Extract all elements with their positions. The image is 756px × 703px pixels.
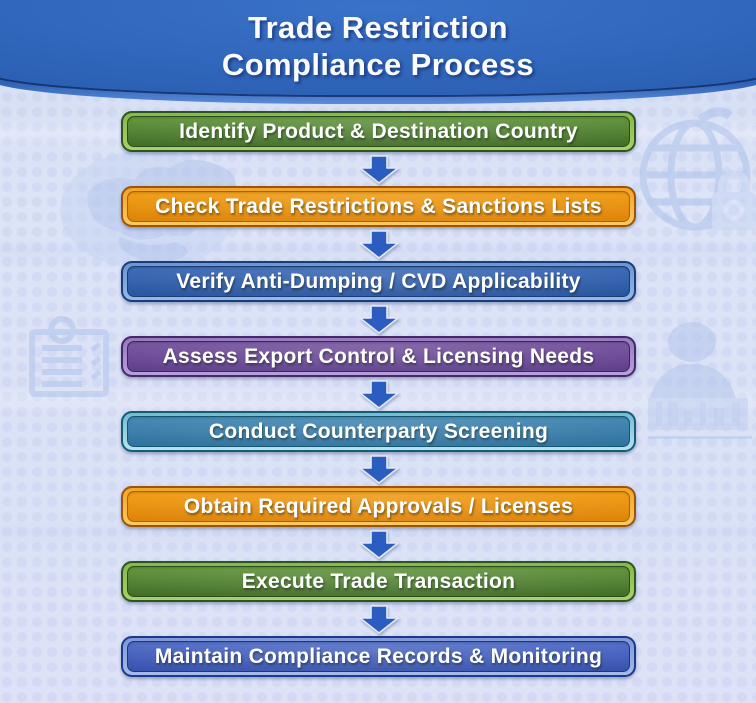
arrow-wrap	[358, 602, 399, 636]
page-title-line1: Trade Restriction	[247, 10, 509, 45]
step-box-2: Check Trade Restrictions & Sanctions Lis…	[121, 186, 636, 227]
down-arrow-icon	[358, 229, 399, 259]
down-arrow-icon	[358, 529, 399, 559]
down-arrow-icon	[358, 304, 399, 334]
down-arrow-icon	[358, 454, 399, 484]
step-label: Assess Export Control & Licensing Needs	[162, 344, 595, 368]
arrow-wrap	[358, 452, 399, 486]
page-title-line2: Compliance Process	[221, 47, 535, 82]
step-box-inner: Conduct Counterparty Screening	[127, 416, 630, 447]
step-box-inner: Obtain Required Approvals / Licenses	[127, 491, 630, 522]
step-label: Identify Product & Destination Country	[179, 119, 578, 143]
step-box-inner: Assess Export Control & Licensing Needs	[127, 341, 630, 372]
step-box-3: Verify Anti-Dumping / CVD Applicability	[121, 261, 636, 302]
arrow-wrap	[358, 302, 399, 336]
step-label: Execute Trade Transaction	[241, 569, 516, 593]
down-arrow-icon	[358, 604, 399, 634]
step-box-5: Conduct Counterparty Screening	[121, 411, 636, 452]
step-label: Obtain Required Approvals / Licenses	[183, 494, 574, 518]
step-box-inner: Check Trade Restrictions & Sanctions Lis…	[127, 191, 630, 222]
step-box-1: Identify Product & Destination Country	[121, 111, 636, 152]
down-arrow-icon	[358, 379, 399, 409]
title-banner	[0, 0, 756, 95]
arrow-wrap	[358, 377, 399, 411]
step-box-4: Assess Export Control & Licensing Needs	[121, 336, 636, 377]
step-label: Maintain Compliance Records & Monitoring	[154, 644, 603, 668]
step-box-8: Maintain Compliance Records & Monitoring	[121, 636, 636, 677]
step-box-inner: Maintain Compliance Records & Monitoring	[127, 641, 630, 672]
step-label: Conduct Counterparty Screening	[208, 419, 549, 443]
step-label: Verify Anti-Dumping / CVD Applicability	[176, 269, 581, 293]
step-box-inner: Verify Anti-Dumping / CVD Applicability	[127, 266, 630, 297]
person-barcode-icon	[648, 322, 752, 439]
flow: Identify Product & Destination Country C…	[121, 111, 636, 677]
step-box-7: Execute Trade Transaction	[121, 561, 636, 602]
step-box-inner: Execute Trade Transaction	[127, 566, 630, 597]
clipboard-icon	[29, 316, 109, 397]
globe-lock-icon	[639, 107, 756, 231]
down-arrow-icon	[358, 154, 399, 184]
step-label: Check Trade Restrictions & Sanctions Lis…	[155, 194, 602, 218]
arrow-wrap	[358, 227, 399, 261]
step-box-inner: Identify Product & Destination Country	[127, 116, 630, 147]
arrow-wrap	[358, 527, 399, 561]
step-box-6: Obtain Required Approvals / Licenses	[121, 486, 636, 527]
arrow-wrap	[358, 152, 399, 186]
page-title: Trade Restriction Compliance Process	[0, 9, 756, 83]
